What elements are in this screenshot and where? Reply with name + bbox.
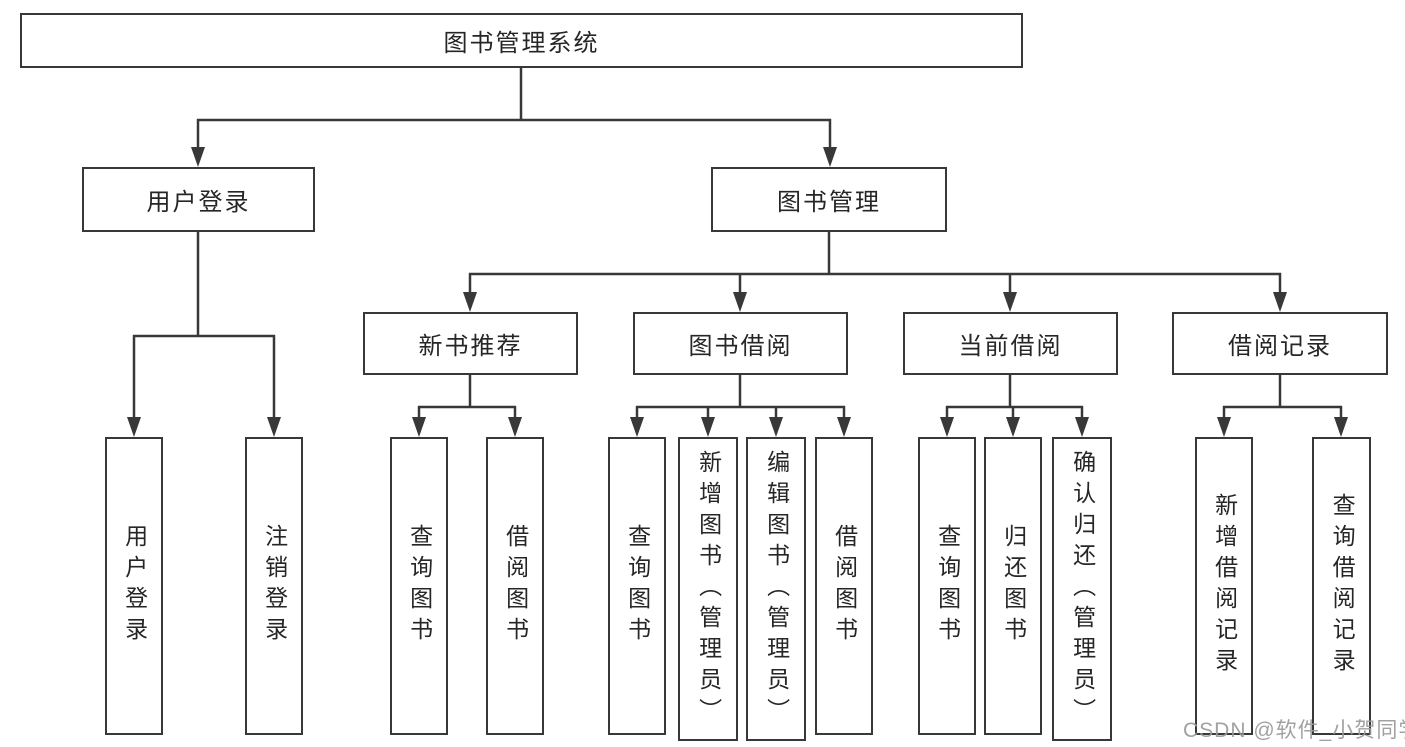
leaf-bb-add-book-admin: 新增图书（管理员） <box>678 437 738 741</box>
leaf-logout: 注销登录 <box>245 437 303 735</box>
connector-user-login-branch <box>127 232 281 437</box>
leaf-nb-borrow-books: 借阅图书 <box>486 437 544 735</box>
leaf-bb-search-books: 查询图书 <box>608 437 666 735</box>
node-book-borrowing: 图书借阅 <box>633 312 848 375</box>
leaf-nb-search-books: 查询图书 <box>390 437 448 735</box>
node-book-management: 图书管理 <box>711 167 947 232</box>
connector-book-management-to-level3 <box>463 232 1287 312</box>
connector-new-book-recommendation-group <box>412 375 522 437</box>
node-user-login: 用户登录 <box>82 167 315 232</box>
leaf-bb-edit-book-admin: 编辑图书（管理员） <box>746 437 806 741</box>
connector-current-borrowing-group <box>940 375 1089 437</box>
node-current-borrowing: 当前借阅 <box>903 312 1118 375</box>
leaf-br-search-borrow-record: 查询借阅记录 <box>1312 437 1371 735</box>
watermark: CSDN @软件_小贺同学 <box>1183 719 1405 742</box>
leaf-user-login: 用户登录 <box>105 437 163 735</box>
leaf-br-add-borrow-record: 新增借阅记录 <box>1195 437 1253 735</box>
leaf-bb-borrow-books: 借阅图书 <box>815 437 873 735</box>
leaf-cb-return-books: 归还图书 <box>984 437 1042 735</box>
leaf-cb-search-books: 查询图书 <box>918 437 976 735</box>
connector-borrowing-records-group <box>1217 375 1348 437</box>
node-borrowing-records: 借阅记录 <box>1172 312 1388 375</box>
leaf-cb-confirm-return-admin: 确认归还（管理员） <box>1052 437 1112 741</box>
node-new-book-recommendation: 新书推荐 <box>363 312 578 375</box>
node-library-management-system: 图书管理系统 <box>20 13 1023 68</box>
connector-book-borrowing-group <box>630 375 851 437</box>
connector-root-to-level2 <box>191 68 837 167</box>
